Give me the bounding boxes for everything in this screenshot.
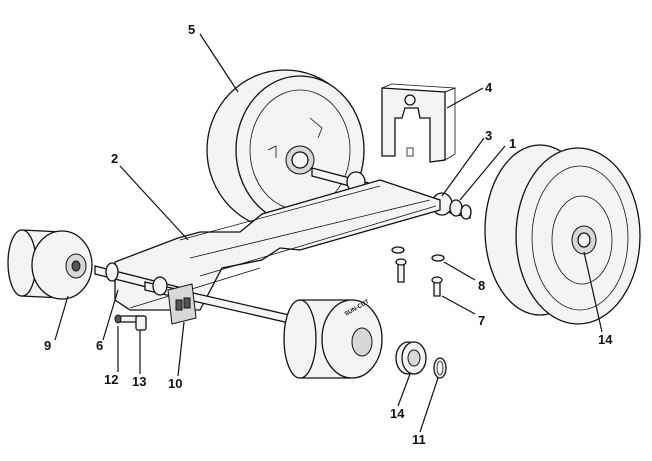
callout-11: 11 xyxy=(412,432,426,447)
callout-4: 4 xyxy=(485,80,493,95)
front-right-roller: SUN-CUT xyxy=(283,299,383,379)
callout-13: 13 xyxy=(132,374,146,389)
callout-6: 6 xyxy=(96,338,103,353)
front-left-roller xyxy=(7,229,93,300)
mounting-bracket xyxy=(381,83,456,163)
callout-14-wheel: 14 xyxy=(598,332,613,347)
pins-assembly xyxy=(114,314,147,331)
bearing-and-ring xyxy=(395,341,447,379)
frame-chassis xyxy=(114,179,441,311)
leader-lines xyxy=(54,33,603,433)
callout-12: 12 xyxy=(104,372,118,387)
callout-labels: 1 2 3 4 5 6 7 8 9 10 11 12 13 14 14 xyxy=(44,22,613,447)
callout-8: 8 xyxy=(478,278,485,293)
large-wheel-front xyxy=(484,144,641,325)
callout-3: 3 xyxy=(485,128,492,143)
callout-1: 1 xyxy=(509,136,516,151)
front-bracket-plate xyxy=(167,283,197,325)
callout-14-bearing: 14 xyxy=(390,406,405,421)
callout-7: 7 xyxy=(478,313,485,328)
callout-10: 10 xyxy=(168,376,182,391)
large-wheel-rear xyxy=(206,69,365,231)
callout-9: 9 xyxy=(44,338,51,353)
bolts-and-nuts xyxy=(391,246,445,297)
callout-5: 5 xyxy=(188,22,195,37)
callout-2: 2 xyxy=(111,151,118,166)
